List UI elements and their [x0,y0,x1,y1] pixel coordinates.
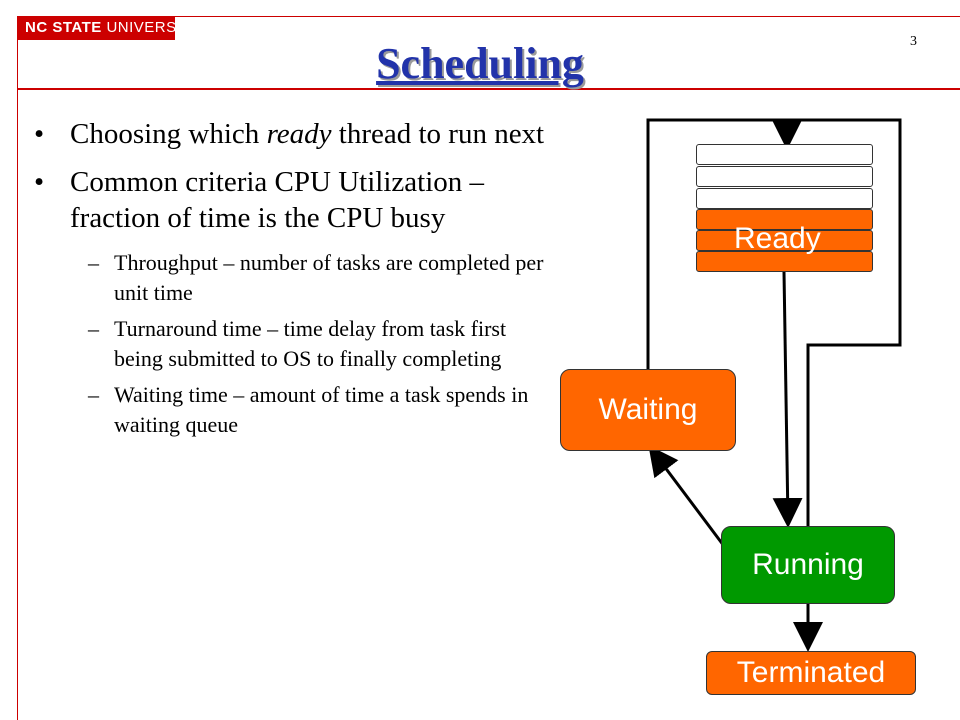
ready-queue-slot-empty [696,144,873,165]
page-number: 3 [910,34,917,49]
sub-bullet-item: – Turnaround time – time delay from task… [30,314,555,374]
bullet-text-em: ready [266,118,332,150]
bullet-mark: • [34,118,45,150]
sub-bullet-text: Waiting time – amount of time a task spe… [114,382,529,437]
dash-mark: – [88,316,99,341]
sub-bullet-text: Turnaround time – time delay from task f… [114,316,507,371]
terminated-state-label: Terminated [736,656,886,689]
diagram-connectors [646,118,902,652]
state-diagram: Ready Waiting Running Terminated [540,110,960,720]
bullet-list: • Choosing which ready thread to run nex… [30,116,555,446]
ready-queue-slot-empty [696,166,873,187]
dash-mark: – [88,250,99,275]
logo-bold-text: NC STATE [25,19,102,36]
title-underline-rule [17,88,960,90]
bullet-text-post: thread to run next [331,118,545,150]
running-state-label: Running [752,548,864,581]
sub-bullet-text: Throughput – number of tasks are complet… [114,250,544,305]
slide-title: Scheduling [376,39,584,88]
waiting-to-ready-arrow [646,118,802,369]
sub-bullet-item: – Waiting time – amount of time a task s… [30,380,555,440]
sub-bullet-item: – Throughput – number of tasks are compl… [30,248,555,308]
logo-rest-text: UNIVERSITY [101,19,202,36]
running-to-ready-arrow [787,118,902,526]
slide-title-wrap: Scheduling [0,38,960,89]
waiting-state-label: Waiting [598,393,698,426]
ready-state-label: Ready [734,222,821,255]
ready-queue-slot-filled [696,230,873,251]
bullet-mark: • [34,166,45,198]
ready-queue-slot-empty [696,188,873,209]
terminated-state: Terminated [706,651,916,695]
ready-to-running-arrow [772,271,803,528]
dash-mark: – [88,382,99,407]
bullet-item: • Choosing which ready thread to run nex… [30,116,555,152]
nc-state-logo: NC STATE UNIVERSITY [17,16,201,40]
bullet-text: Common criteria CPU Utilization –fractio… [70,166,485,234]
running-to-waiting-arrow [648,445,726,547]
bullet-text-pre: Choosing which [70,118,267,150]
top-border [175,16,960,17]
left-border [17,40,18,720]
ready-queue-slot-filled [696,209,873,230]
running-state: Running [721,526,895,604]
ready-queue-slot-filled [696,251,873,272]
bullet-item: • Common criteria CPU Utilization –fract… [30,164,555,236]
waiting-state: Waiting [560,369,736,451]
